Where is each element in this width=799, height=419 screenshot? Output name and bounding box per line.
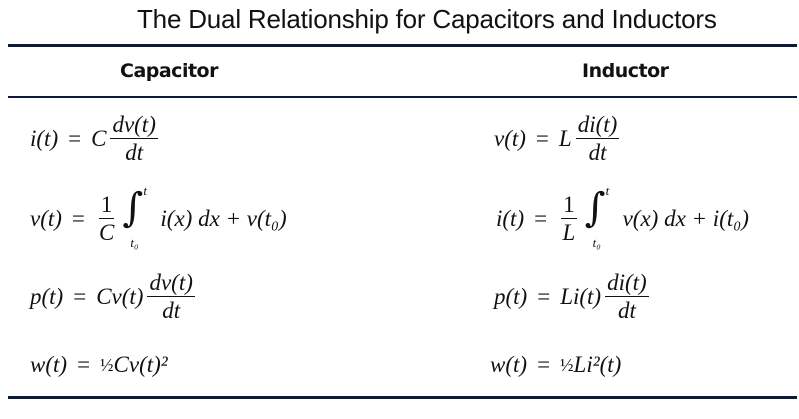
equals: =	[77, 352, 91, 377]
header-inductor: Inductor	[582, 60, 669, 82]
top-rule	[8, 44, 797, 47]
numerator: di(t)	[575, 112, 620, 140]
equals: =	[537, 352, 551, 377]
integrand: v(x) dx + i(t₀)	[622, 206, 749, 231]
rhs: Cv(t)²	[113, 352, 168, 377]
lhs: w(t)	[490, 352, 528, 377]
denominator: L	[562, 220, 576, 245]
denominator: C	[98, 220, 115, 245]
integral-glyph: ∫	[122, 185, 144, 231]
lhs: p(t)	[494, 284, 528, 310]
equals: =	[71, 206, 85, 231]
equals: =	[73, 284, 87, 310]
coef: Cv(t)	[96, 284, 144, 310]
capacitor-current-eq: i(t) = C dv(t)dt	[30, 112, 162, 167]
one-half: ½	[560, 354, 574, 375]
equals: =	[68, 126, 82, 152]
denominator: dt	[125, 140, 144, 166]
coef: L	[558, 126, 572, 152]
fraction: dv(t)dt	[147, 270, 195, 325]
one-half: ½	[100, 354, 114, 375]
header-rule	[8, 96, 797, 98]
lhs: v(t)	[494, 126, 526, 152]
capacitor-power-eq: p(t) = Cv(t) dv(t)dt	[30, 270, 199, 325]
capacitor-energy-eq: w(t) = ½ Cv(t)²	[30, 352, 168, 378]
coef: Li(t)	[560, 284, 602, 310]
denominator: dt	[588, 140, 607, 166]
equals: =	[534, 206, 548, 231]
integrand: i(x) dx + v(t₀)	[160, 206, 287, 231]
fraction: di(t)dt	[575, 112, 620, 167]
lower-limit: t₀	[592, 235, 601, 250]
integral-glyph: ∫	[584, 185, 606, 231]
lhs: v(t)	[30, 206, 62, 231]
numerator: di(t)	[605, 270, 649, 298]
inductor-power-eq: p(t) = Li(t) di(t)dt	[494, 270, 653, 325]
fraction: dv(t)dt	[110, 112, 158, 167]
fraction: di(t)dt	[605, 270, 649, 325]
lhs: p(t)	[30, 284, 64, 310]
rhs: Li²(t)	[573, 352, 622, 377]
integral-sign: ∫t t₀	[122, 183, 158, 252]
lhs: w(t)	[30, 352, 68, 377]
numerator: dv(t)	[110, 112, 158, 140]
integral-sign: ∫t t₀	[584, 183, 621, 252]
numerator: 1	[98, 192, 115, 219]
inductor-voltage-eq: v(t) = L di(t)dt	[494, 112, 623, 167]
numerator: dv(t)	[147, 270, 195, 298]
upper-limit: t	[605, 183, 610, 198]
bottom-rule	[8, 396, 797, 399]
lhs: i(t)	[496, 206, 525, 231]
denominator: dt	[162, 298, 181, 324]
numerator: 1	[561, 192, 577, 219]
lower-limit: t₀	[130, 235, 139, 250]
equals: =	[535, 126, 549, 152]
denominator: dt	[617, 298, 636, 324]
header-capacitor: Capacitor	[120, 60, 218, 82]
table-title: The Dual Relationship for Capacitors and…	[137, 4, 717, 34]
inductor-energy-eq: w(t) = ½ Li²(t)	[490, 352, 621, 378]
coef: C	[91, 126, 107, 152]
lhs: i(t)	[30, 126, 59, 152]
equals: =	[537, 284, 551, 310]
upper-limit: t	[143, 183, 148, 198]
